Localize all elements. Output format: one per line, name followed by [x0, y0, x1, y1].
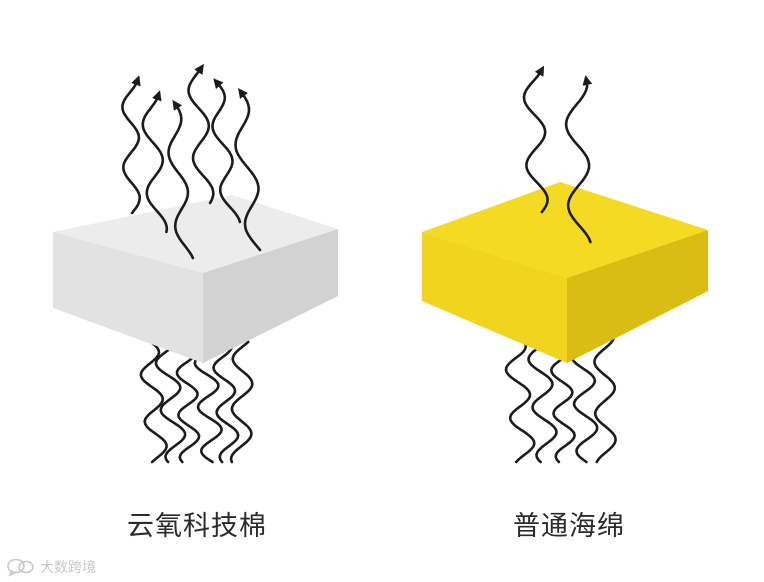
intake-air-line [175, 346, 201, 464]
intake-air-line [139, 338, 168, 464]
upward-air-arrow [234, 88, 262, 252]
upward-air-arrow [522, 65, 549, 214]
upward-air-arrow [167, 99, 195, 260]
block-front-face [422, 232, 567, 363]
upward-air-arrow [141, 90, 169, 234]
caption-cloud-oxygen-foam: 云氧科技棉 [127, 511, 267, 542]
intake-air-line [212, 344, 240, 464]
cloud-oxygen-foam-illustration [53, 63, 338, 464]
block-top-face [422, 182, 708, 278]
intake-air-line [593, 336, 617, 464]
airflow-lines-below [139, 338, 254, 464]
ordinary-sponge-illustration [422, 65, 708, 464]
block-front-face [53, 232, 203, 363]
intake-air-line [570, 342, 599, 464]
block-side-face [567, 230, 708, 363]
intake-air-line [193, 350, 223, 464]
upward-air-arrow [211, 78, 242, 224]
intake-air-line [527, 340, 558, 464]
watermark: 大数跨境 [6, 556, 96, 578]
upward-air-arrow [187, 63, 215, 205]
foam-block [53, 195, 338, 363]
intake-air-line [154, 343, 187, 464]
block-top-face [53, 195, 338, 273]
upward-air-arrow [564, 75, 593, 244]
intake-air-line [549, 344, 576, 464]
upward-air-arrow [121, 75, 141, 215]
intake-air-line [504, 334, 536, 464]
watermark-text: 大数跨境 [40, 560, 96, 576]
airflow-lines-below [504, 334, 617, 464]
chat-bubble-icon [7, 558, 34, 577]
caption-ordinary-sponge: 普通海绵 [513, 511, 625, 542]
intake-air-line [229, 340, 254, 464]
airflow-arrows-up [522, 65, 593, 244]
block-side-face [203, 229, 338, 363]
sponge-block [422, 182, 708, 363]
airflow-arrows-up [121, 63, 262, 260]
